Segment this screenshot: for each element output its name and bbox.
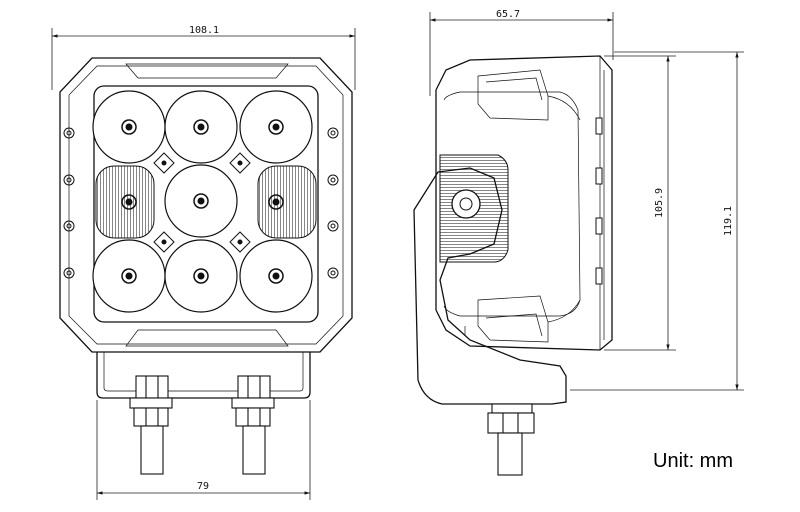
side-bolts <box>63 127 339 279</box>
dim-side-depth: 65.7 <box>429 9 614 96</box>
dim-bracket-width: 79 <box>96 400 311 500</box>
side-view: 65.7 105.9 119.1 <box>413 9 744 476</box>
dim-body-height-label: 105.9 <box>654 188 665 218</box>
led-chips <box>121 119 284 284</box>
unit-label: Unit: mm <box>653 450 733 472</box>
dim-total-height-label: 119.1 <box>723 206 734 236</box>
dim-total-height: 119.1 <box>570 51 744 391</box>
dim-front-width-label: 108.1 <box>189 25 219 36</box>
front-view: 108.1 79 <box>51 25 356 500</box>
dim-side-depth-label: 65.7 <box>496 9 520 20</box>
diamond-accents <box>153 152 251 253</box>
dim-front-width: 108.1 <box>51 25 356 90</box>
mount-bolts <box>129 375 275 475</box>
dim-bracket-width-label: 79 <box>197 481 209 492</box>
dim-body-height: 105.9 <box>604 55 676 351</box>
